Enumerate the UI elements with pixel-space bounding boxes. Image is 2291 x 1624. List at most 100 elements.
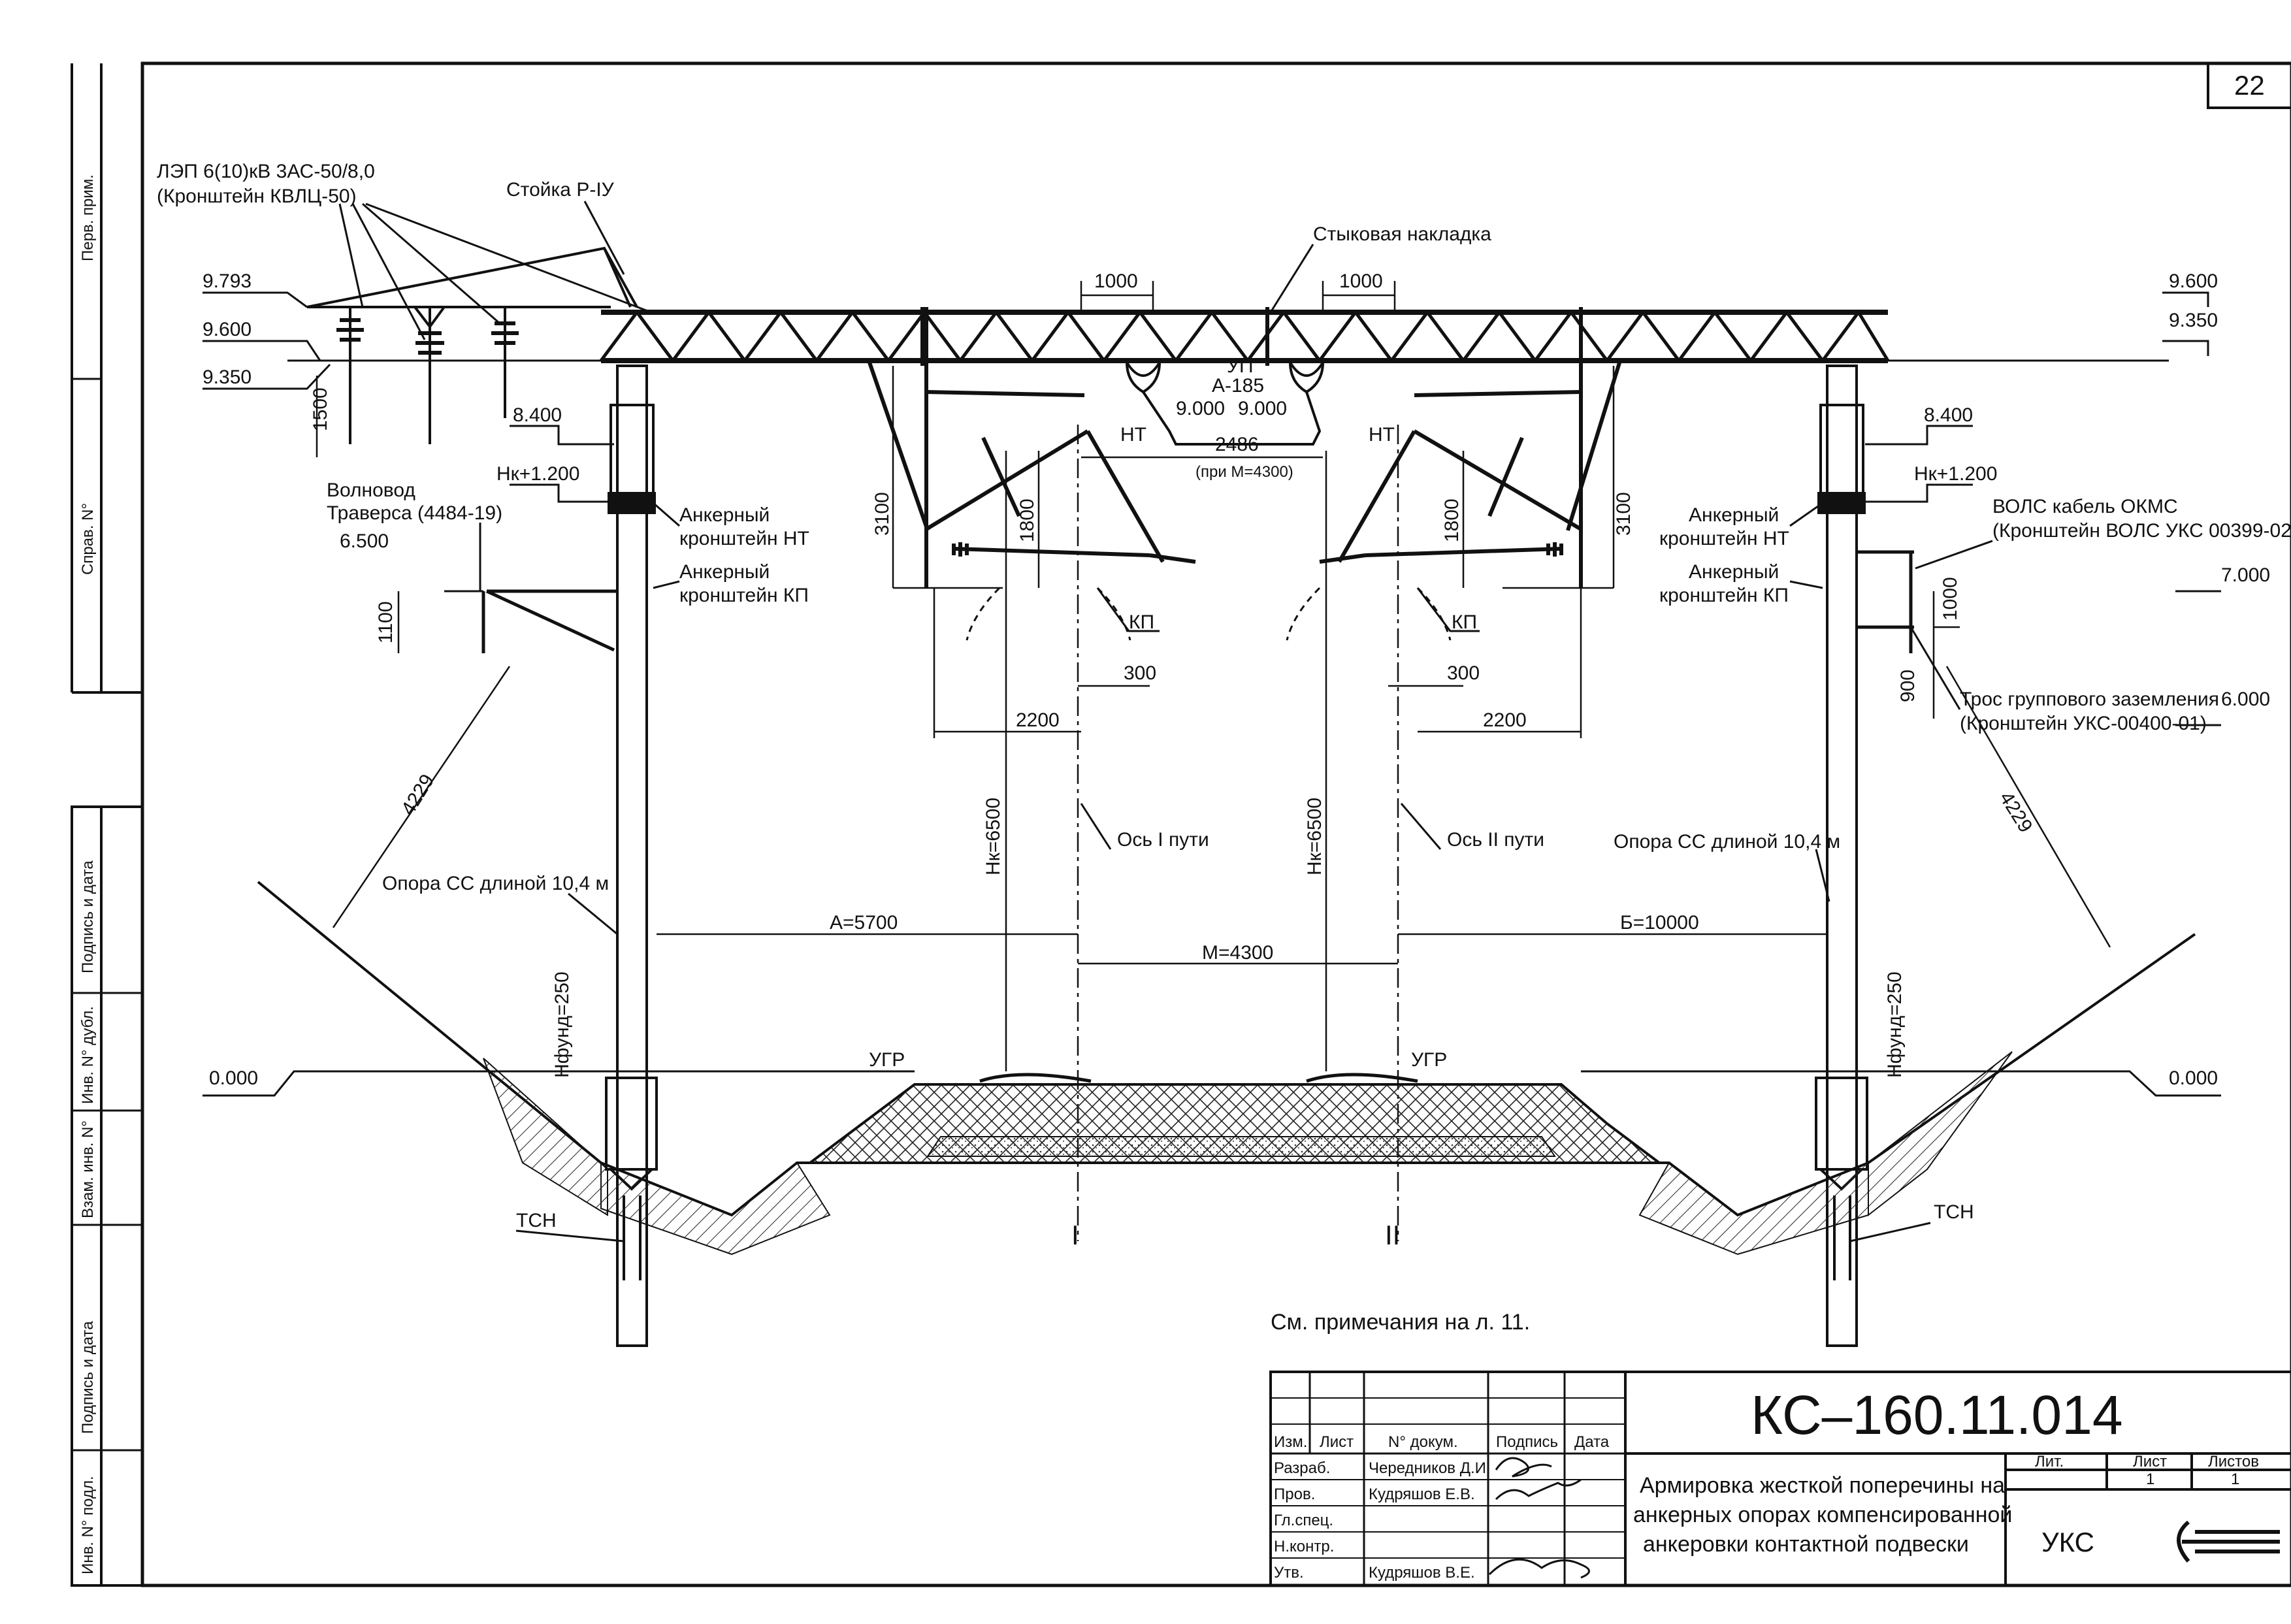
clamps (1126, 358, 1325, 446)
tb-header-date: Дата (1574, 1433, 1610, 1451)
truss-web (599, 309, 1890, 364)
traverse (481, 589, 617, 653)
side-label-inv-podl: Инв. N° подл. (79, 1476, 97, 1574)
dim-1800-right: 1800 (1441, 498, 1463, 542)
tb-role-3: Н.контр. (1274, 1538, 1334, 1555)
right-pole (1815, 365, 1868, 1347)
dim-1100: 1100 (375, 601, 397, 643)
left-cantilever (867, 307, 1196, 588)
dim-m4300: М=4300 (1202, 942, 1273, 964)
org-logo (2177, 1520, 2280, 1563)
list-value: 1 (2146, 1470, 2154, 1488)
hk1200-right-label: Нк+1.200 (1914, 463, 1997, 485)
anker-kp-right-2: кронштейн КП (1659, 585, 1789, 606)
tsn-left-label: ТСН (516, 1210, 557, 1231)
track1-label: I (1071, 1220, 1079, 1250)
dim-4229-right: 4229 (1995, 788, 2036, 836)
nt-left-label: НТ (1120, 424, 1146, 446)
opora-right-label: Опора СС длиной 10,4 м (1614, 831, 1840, 853)
anker-left-leaders (653, 502, 680, 589)
lists-label: Листов (2208, 1453, 2259, 1470)
tb-name-1: Кудряшов Е.В. (1369, 1486, 1475, 1503)
kp-right-label: КП (1452, 611, 1477, 633)
os1-label: Ось I пути (1117, 829, 1209, 851)
pri-m-note: (при М=4300) (1195, 463, 1293, 481)
ground (257, 881, 2196, 1256)
kp-left-label: КП (1129, 611, 1154, 633)
tb-header-list: Лист (1320, 1433, 1354, 1451)
dim-h6500-right: Нк=6500 (1304, 798, 1325, 875)
e8400-right-label: 8.400 (1924, 404, 1973, 426)
dim-900: 900 (1897, 670, 1919, 702)
volnovod-label: Волновод (327, 479, 415, 501)
vols-bracket (1857, 550, 1914, 653)
dim-1000-vertical: 1000 (1940, 577, 1961, 621)
anker-nt-right-2: кронштейн НТ (1659, 528, 1789, 549)
anker-kp-left-1: Анкерный (679, 561, 770, 583)
cross-span-truss (599, 307, 1890, 366)
anker-kp-left-2: кронштейн КП (679, 585, 809, 606)
side-stamp: Перв. прим. Справ. N° Подпись и дата Инв… (79, 174, 97, 1574)
left-pole (605, 365, 658, 1347)
tb-role-2: Гл.спец. (1274, 1512, 1333, 1529)
e7000-label: 7.000 (2221, 564, 2270, 586)
note-text: См. примечания на л. 11. (1271, 1310, 1530, 1335)
vols-label: ВОЛС кабель ОКМС (1992, 496, 2178, 517)
track2-label: II (1385, 1220, 1400, 1250)
dim-3100-left: 3100 (871, 492, 893, 536)
e9600-left-label: 9.600 (203, 319, 252, 340)
side-label-sign1: Подпись и дата (79, 860, 97, 973)
os2-label: Ось II пути (1447, 829, 1544, 851)
nt-right-label: НТ (1369, 424, 1395, 446)
anker-nt-right-1: Анкерный (1689, 504, 1779, 526)
anker-nt-left-2: кронштейн НТ (679, 528, 809, 549)
dim-4229-left: 4229 (397, 771, 438, 819)
stoyka-label: Стойка Р-IУ (506, 179, 615, 201)
anker-right-leaders (1789, 502, 1823, 589)
tb-header-sign: Подпись (1496, 1433, 1558, 1451)
description-line-3: анкеровки контактной подвески (1643, 1532, 1969, 1557)
ugr-left-label: УГР (869, 1049, 905, 1071)
e9000-right: 9.000 (1238, 398, 1287, 419)
tb-header-doc: N° докум. (1388, 1433, 1458, 1451)
lep-leaders (338, 203, 655, 340)
page-number: 22 (2234, 70, 2265, 101)
sheet-frame (71, 61, 2291, 1587)
tb-name-4: Кудряшов В.Е. (1369, 1564, 1475, 1582)
dim-300-left: 300 (1124, 662, 1156, 684)
e8400-left-label: 8.400 (513, 404, 562, 426)
dim-a5700: А=5700 (830, 912, 898, 934)
e9793-label: 9.793 (203, 270, 252, 292)
up-label: УП (1227, 355, 1254, 377)
dim-nfund-right: Нфунд=250 (1884, 971, 1906, 1078)
tb-role-0: Разраб. (1274, 1459, 1330, 1477)
side-label-sprav: Справ. N° (79, 503, 97, 575)
e9350-left-label: 9.350 (203, 366, 252, 388)
dim-2200-right: 2200 (1483, 709, 1527, 731)
dim-h6500-left: Нк=6500 (983, 798, 1004, 875)
lit-label: Лит. (2035, 1453, 2064, 1470)
e6000-label: 6.000 (2221, 689, 2270, 710)
tros-bracket-label: (Кронштейн УКС-00400-01) (1960, 713, 2207, 734)
e9600-right-label: 9.600 (2169, 270, 2218, 292)
tsn-right-label: ТСН (1934, 1201, 1974, 1223)
lep-bracket (306, 246, 638, 444)
side-label-perv: Перв. прим. (79, 174, 97, 261)
vols-bracket-label: (Кронштейн ВОЛС УКС 00399-02) (1992, 520, 2291, 542)
side-label-sign2: Подпись и дата (79, 1321, 97, 1434)
dim-1000-left: 1000 (1094, 270, 1138, 292)
dim-1000-right: 1000 (1339, 270, 1383, 292)
sheet-code: КС–160.11.014 (1751, 1384, 2123, 1446)
e9350-right-label: 9.350 (2169, 310, 2218, 331)
lep-bracket-label: (Кронштейн КВЛЦ-50) (157, 186, 357, 207)
dim-b10000: Б=10000 (1620, 912, 1699, 934)
dim-1800-left: 1800 (1016, 498, 1038, 542)
ugr-right-label: УГР (1411, 1049, 1447, 1071)
lep-label: ЛЭП 6(10)кВ 3АС-50/8,0 (157, 161, 375, 182)
stykovaya-label: Стыковая накладка (1313, 223, 1491, 245)
description-line-1: Армировка жесткой поперечины на (1640, 1473, 2005, 1498)
dim-3100-right: 3100 (1613, 492, 1634, 536)
side-label-vzam: Взам. инв. N° (79, 1120, 97, 1218)
list-label: Лист (2133, 1453, 2167, 1470)
anker-nt-left-1: Анкерный (679, 504, 770, 526)
